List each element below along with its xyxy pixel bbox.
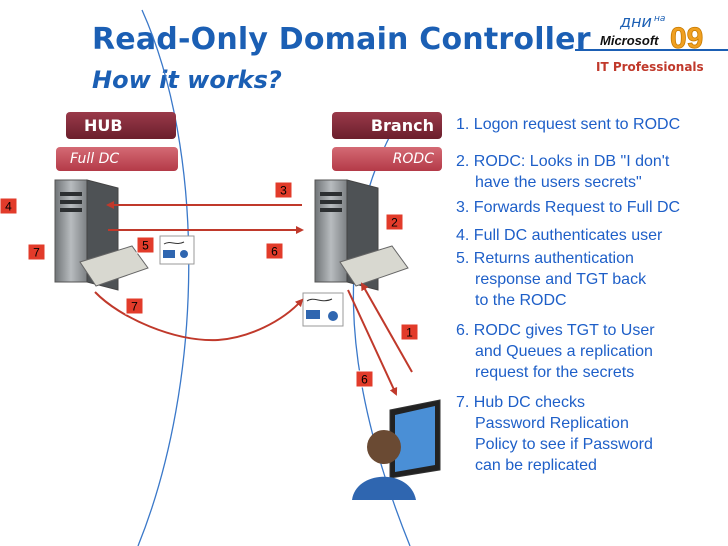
- svg-text:1: 1: [406, 326, 413, 340]
- step-badge: 7: [125, 297, 144, 315]
- hub-boundary-line: [137, 9, 190, 546]
- svg-text:2: 2: [391, 216, 398, 230]
- step-3: 3. Forwards Request to Full DC: [456, 199, 681, 216]
- arrow-logon-request: [361, 282, 413, 373]
- step-4: 4. Full DC authenticates user: [456, 227, 663, 244]
- svg-text:3: 3: [280, 184, 287, 198]
- logo-year-text: 09: [670, 22, 703, 54]
- full-dc-label: Full DC: [56, 147, 178, 171]
- step-badge: 6: [265, 242, 284, 260]
- step-badge: 3: [274, 181, 293, 199]
- step-2: 2. RODC: Looks in DB "I don't have the u…: [456, 153, 670, 191]
- step-badge: 7: [27, 243, 46, 261]
- tgt-ticket-icon: [159, 235, 195, 265]
- branch-label: Branch: [332, 112, 442, 139]
- event-logo: дни на Microsoft 09: [600, 12, 704, 54]
- svg-text:5: 5: [142, 239, 149, 253]
- user-computer-icon: [352, 399, 441, 500]
- title-underline: [575, 49, 728, 51]
- svg-text:6: 6: [271, 245, 278, 259]
- slide-subtitle: How it works?: [92, 66, 282, 94]
- arrow-tgt-to-user: [347, 289, 398, 396]
- step-6: 6. RODC gives TGT to User and Queues a r…: [456, 322, 655, 381]
- arrow-replication: [94, 291, 304, 342]
- logo-subtitle: IT Professionals: [596, 60, 704, 74]
- svg-text:4: 4: [5, 200, 12, 214]
- step-badge: 1: [400, 323, 419, 341]
- step-badge: 4: [0, 197, 18, 215]
- logo-brand-text: Microsoft: [600, 33, 659, 48]
- slide-title: Read-Only Domain Controller: [92, 22, 591, 57]
- step-badge: 5: [136, 236, 155, 254]
- hub-label: HUB: [66, 112, 176, 139]
- step-badge: 6: [355, 370, 374, 388]
- branch-boundary-line: [352, 129, 411, 546]
- tgt-ticket-icon-branch: [302, 292, 344, 327]
- branch-server-icon: [314, 179, 409, 291]
- svg-text:7: 7: [33, 246, 40, 260]
- step-7: 7. Hub DC checks Password Replication Po…: [456, 394, 653, 474]
- svg-text:6: 6: [361, 373, 368, 387]
- logo-days-text: дни: [619, 12, 652, 31]
- logo-na-text: на: [654, 14, 665, 24]
- hub-server-icon: [54, 179, 149, 291]
- svg-text:7: 7: [131, 300, 138, 314]
- step-5: 5. Returns authentication response and T…: [456, 250, 647, 309]
- rodc-label: RODC: [332, 147, 442, 171]
- step-badge: 2: [385, 213, 404, 231]
- step-1: 1. Logon request sent to RODC: [456, 116, 681, 133]
